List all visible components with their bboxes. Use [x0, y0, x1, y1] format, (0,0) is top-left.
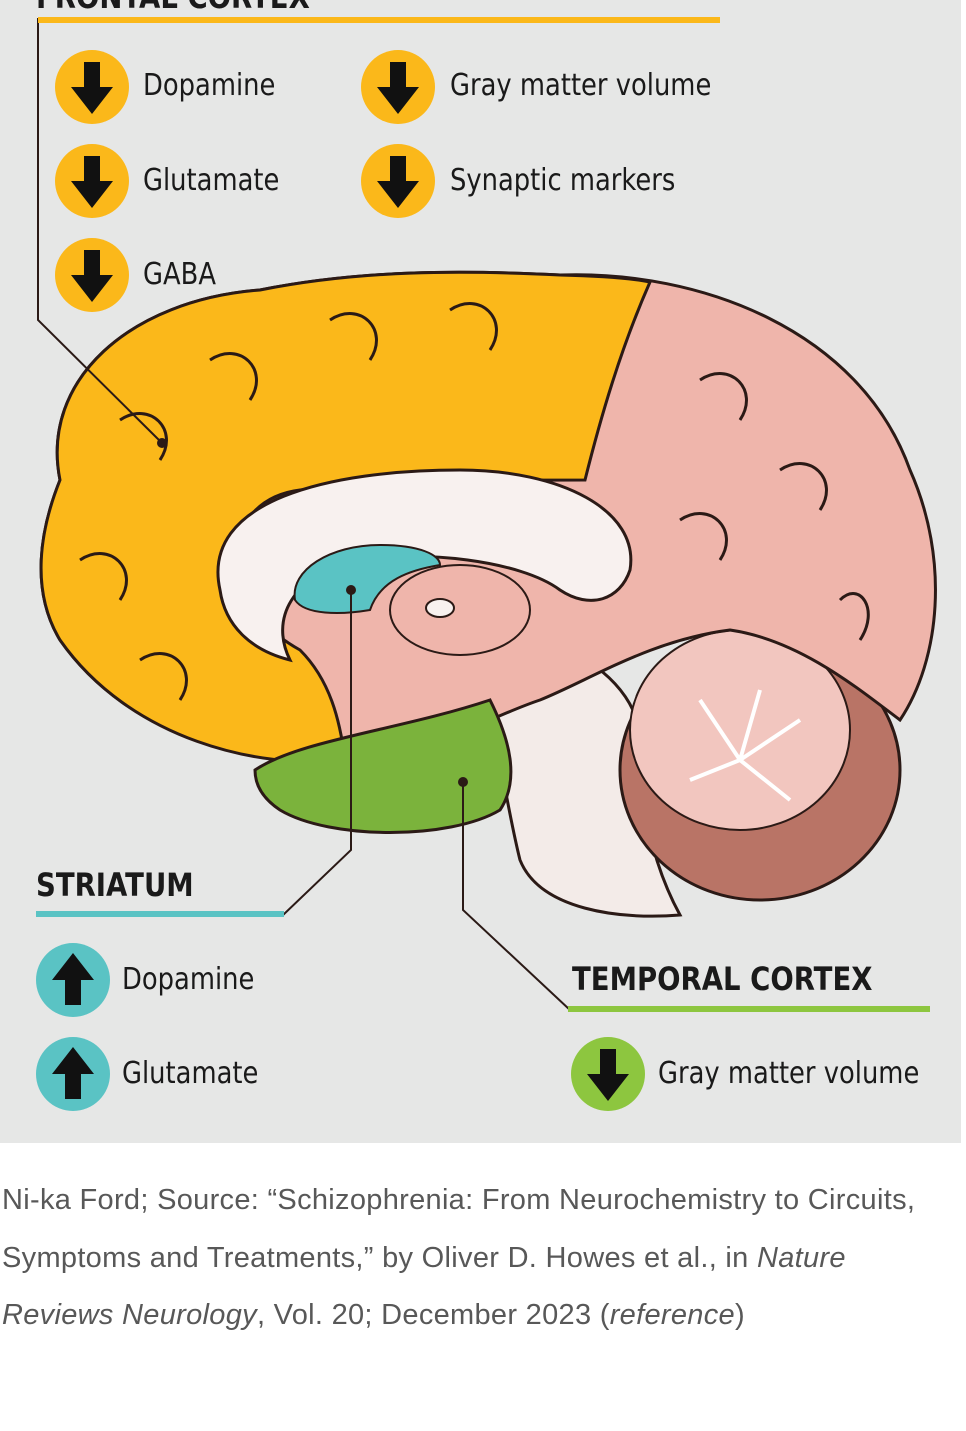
arrow-up-icon — [36, 1037, 110, 1111]
arrow-down-icon — [361, 50, 435, 124]
temporal-cortex-region — [253, 698, 513, 834]
caption-close: ) — [734, 1299, 745, 1331]
striatum-leader-line — [281, 590, 352, 917]
caption-reference-link[interactable]: reference — [609, 1299, 735, 1331]
caption-credit: Ni-ka Ford; Source: “Schizophrenia: From… — [2, 1184, 916, 1274]
arrow-down-icon — [361, 144, 435, 218]
frontal-item-synaptic-markers: Synaptic markers — [450, 163, 676, 198]
temporal-leader-line — [462, 782, 571, 1011]
arrow-down-icon — [55, 238, 129, 312]
striatum-item-dopamine: Dopamine — [122, 962, 255, 997]
caption-journal: Nature Reviews Neurology — [2, 1241, 846, 1332]
temporal-cortex-heading: TEMPORAL CORTEX — [572, 960, 873, 998]
arrow-down-icon — [55, 50, 129, 124]
frontal-item-gaba: GABA — [143, 257, 216, 292]
frontal-item-gray-matter-volume: Gray matter volume — [450, 68, 712, 103]
frontal-leader-line — [37, 18, 163, 444]
arrow-up-icon — [36, 943, 110, 1017]
striatum-item-glutamate: Glutamate — [122, 1056, 259, 1091]
striatum-heading: STRIATUM — [36, 866, 194, 904]
figure-caption: Ni-ka Ford; Source: “Schizophrenia: From… — [2, 1172, 942, 1345]
brain-illustration — [36, 17, 937, 1111]
temporal-item-gray-matter-volume: Gray matter volume — [658, 1056, 920, 1091]
arrow-down-icon — [55, 144, 129, 218]
frontal-item-dopamine: Dopamine — [143, 68, 276, 103]
caption-details: , Vol. 20; December 2023 ( — [256, 1299, 610, 1331]
corpus-callosum — [216, 468, 633, 663]
brain-diagram: FRONTAL CORTEX STRIATUM TEMPORAL CORTEX … — [0, 0, 961, 1143]
arrow-down-icon — [571, 1037, 645, 1111]
striatum-region — [293, 543, 442, 614]
frontal-cortex-heading: FRONTAL CORTEX — [36, 0, 310, 16]
frontal-item-glutamate: Glutamate — [143, 163, 280, 198]
